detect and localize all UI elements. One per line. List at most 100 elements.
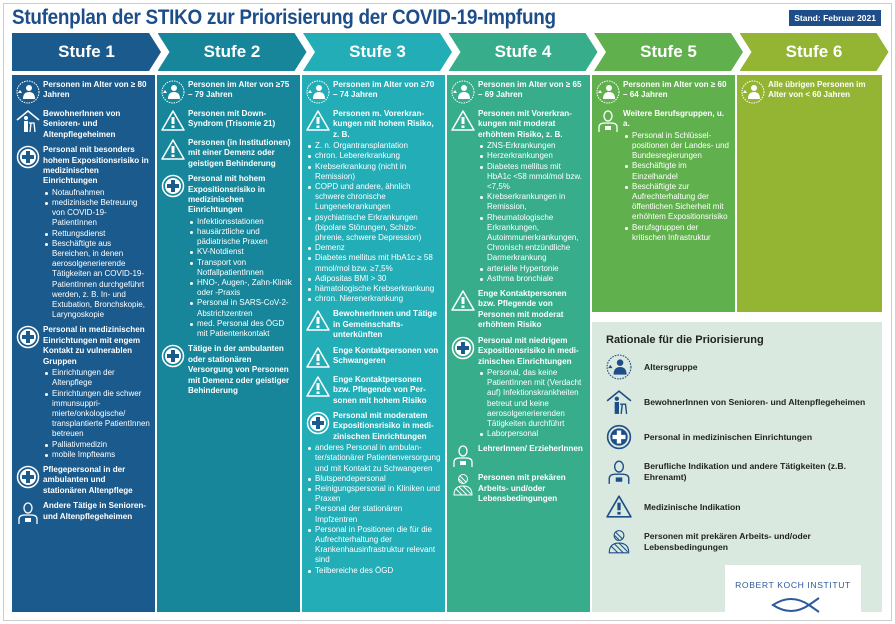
stufe-4-header: Stufe 4 — [449, 33, 598, 71]
bullet-item: Personal der stationären Impfzentren — [306, 504, 441, 524]
bullet-item: KV-Notdienst — [188, 247, 296, 257]
bullet-item: arterielle Hypertonie — [478, 264, 586, 274]
precarious-icon — [606, 529, 632, 555]
precarious-icon — [451, 473, 475, 497]
nursing-home-icon — [16, 109, 40, 133]
stufe-3-header: Stufe 3 — [303, 33, 452, 71]
warning-icon — [606, 494, 632, 520]
bullet-item: Palliativmedizin — [43, 440, 151, 450]
bullet-item: Teilbereiche des ÖGD — [306, 566, 441, 576]
group-text: Weitere Berufsgruppen, u. a.Personal in … — [623, 109, 731, 243]
group-title: BewohnerInnen von Senioren- und Altenpfl… — [43, 109, 121, 139]
warning-icon — [451, 109, 475, 133]
group-title: Weitere Berufsgruppen, u. a. — [623, 109, 725, 129]
medical-cross-icon — [161, 344, 185, 368]
group-title: Personen m. Vorerkran­kungen mit hohem R… — [333, 109, 434, 139]
age-icon — [306, 80, 330, 104]
bullet-item: chron. Nierenerkrankung — [306, 294, 441, 304]
group-text: Personal mit moderatem Expositionsrisiko… — [308, 410, 441, 576]
bullet-item: Adipositas BMI > 30 — [306, 274, 441, 284]
worker-icon — [596, 109, 620, 133]
group-item: LehrerInnen/ ErzieherInnen — [451, 444, 586, 468]
group-title: Andere Tätige in Senioren- und Alten­pfl… — [43, 501, 146, 521]
rationale-item: Personal in medizinischen Einrichtungen — [606, 424, 868, 450]
worker-icon — [16, 501, 40, 525]
rationale-label: BewohnerInnen von Senioren- und Altenpfl… — [644, 396, 866, 407]
group-text: Personal mit besonders hohem Expositions… — [43, 145, 151, 320]
group-text: Personen im Alter von ≥ 65 – 69 Jahren — [478, 80, 586, 104]
group-item: Andere Tätige in Senioren- und Alten­pfl… — [16, 501, 151, 525]
bullet-item: Rheumatologische Erkrankungen, Autoimmun… — [478, 213, 586, 264]
group-item: Personen im Alter von ≥ 80 Jahren — [16, 80, 151, 104]
group-text: Personen mit prekären Arbeits- und/oder … — [478, 473, 586, 504]
page-title: Stufenplan der STIKO zur Priorisierung d… — [12, 6, 556, 29]
warning-icon — [451, 289, 475, 313]
bullet-item: Beschäftigte zur Aufrechterhaltung der ö… — [623, 182, 731, 223]
group-item: Personen m. Vorerkran­kungen mit hohem R… — [306, 109, 441, 304]
rationale-item: Altersgruppe — [606, 354, 868, 380]
bullet-list: anderes Personal in ambulan­ter/stationä… — [306, 443, 441, 576]
stufe-6-header: Stufe 6 — [740, 33, 889, 71]
rationale-panel: Rationale für die Priorisierung Altersgr… — [592, 322, 882, 613]
worker-icon — [606, 459, 632, 485]
warning-icon — [306, 309, 330, 333]
bullet-item: mobile Impfteams — [43, 450, 151, 460]
group-text: Personen mit Vorerkran­kungen mit modera… — [478, 109, 586, 284]
group-text: Personen m. Vorerkran­kungen mit hohem R… — [308, 109, 441, 304]
bullet-item: COPD und andere, ähnlich schwere chronis… — [306, 182, 441, 213]
poster-frame — [3, 3, 892, 621]
bullet-item: chron. Lebererkrankung — [306, 151, 441, 161]
bullet-list: Personal in Schlüssel­positionen der Lan… — [623, 131, 731, 243]
bullet-item: Personal in SARS-CoV-2-Abstrichzentren — [188, 298, 296, 318]
bullet-item: Diabetes mellitus mit HbA1c <58 mmol/mol… — [478, 162, 586, 193]
group-title: Enge Kontaktpersonen bzw. Pflegende von … — [333, 374, 427, 405]
bullet-item: Krebserkrankung (nicht in Remission) — [306, 162, 441, 182]
stufe-1-header: Stufe 1 — [12, 33, 161, 71]
rki-logo-text: ROBERT KOCH INSTITUT — [735, 580, 851, 590]
bullet-item: Infektionsstationen — [188, 217, 296, 227]
group-item: Personen (in Institu­tionen) mit einer D… — [161, 138, 296, 169]
bullet-item: Personal in Positionen die für die Aufre… — [306, 525, 441, 566]
age-icon — [596, 80, 620, 104]
group-text: Pflegepersonal in der ambulanten und sta… — [43, 465, 151, 496]
group-item: Personen im Alter von ≥ 65 – 69 Jahren — [451, 80, 586, 104]
group-item: BewohnerInnen und Tätige in Gemeinschaft… — [306, 309, 441, 340]
group-text: Personal mit hohem Expositionsrisiko in … — [188, 174, 296, 339]
age-icon — [16, 80, 40, 104]
group-title: Personal mit besonders hohem Expositions… — [43, 145, 149, 186]
group-item: Personen im Alter von ≥75 – 79 Jahren — [161, 80, 296, 104]
group-title: Personal mit niedrigem Expositionsrisiko… — [478, 335, 579, 366]
warning-icon — [306, 109, 330, 133]
group-item: Pflegepersonal in der ambulanten und sta… — [16, 465, 151, 496]
group-title: Alle übrigen Personen im Alter von < 60 … — [768, 80, 866, 100]
group-item: Personal mit hohem Expositionsrisiko in … — [161, 174, 296, 339]
bullet-item: Berufsgruppen der kritischen Infra­struk… — [623, 223, 731, 243]
bullet-item: Blutspendepersonal — [306, 474, 441, 484]
group-item: Personen im Alter von ≥70 – 74 Jahren — [306, 80, 441, 104]
bullet-item: ZNS-Erkrankungen — [478, 141, 586, 151]
bullet-list: Personal, das keine PatientInnen mit (Ve… — [478, 368, 586, 439]
group-title: Personen mit prekären Arbeits- und/oder … — [478, 473, 566, 504]
date-badge: Stand: Februar 2021 — [789, 10, 881, 26]
group-title: Enge Kontaktpersonen bzw. Pflegende von … — [478, 289, 567, 330]
medical-cross-icon — [16, 325, 40, 349]
bullet-item: Laborpersonal — [478, 429, 586, 439]
nursing-home-icon — [606, 389, 632, 415]
bullet-item: Beschäftigte aus Bereichen, in denen aer… — [43, 239, 151, 321]
group-text: Personal mit niedrigem Expositionsrisiko… — [478, 336, 586, 440]
age-icon — [161, 80, 185, 104]
bullet-item: Beschäftigte im Einzelhandel — [623, 161, 731, 181]
stufe-6-panel: Alle übrigen Personen im Alter von < 60 … — [737, 75, 882, 312]
stufe-label: Stufe 3 — [349, 42, 406, 61]
bullet-item: Reinigungspersonal in Kliniken und Praxe… — [306, 484, 441, 504]
group-title: Personal mit moderatem Expositionsrisiko… — [333, 410, 434, 441]
group-item: Personen im Alter von ≥ 60 – 64 Jahren — [596, 80, 731, 104]
group-item: Personen mit prekären Arbeits- und/oder … — [451, 473, 586, 504]
group-title: Enge Kontaktpersonen von Schwangeren — [333, 345, 439, 366]
